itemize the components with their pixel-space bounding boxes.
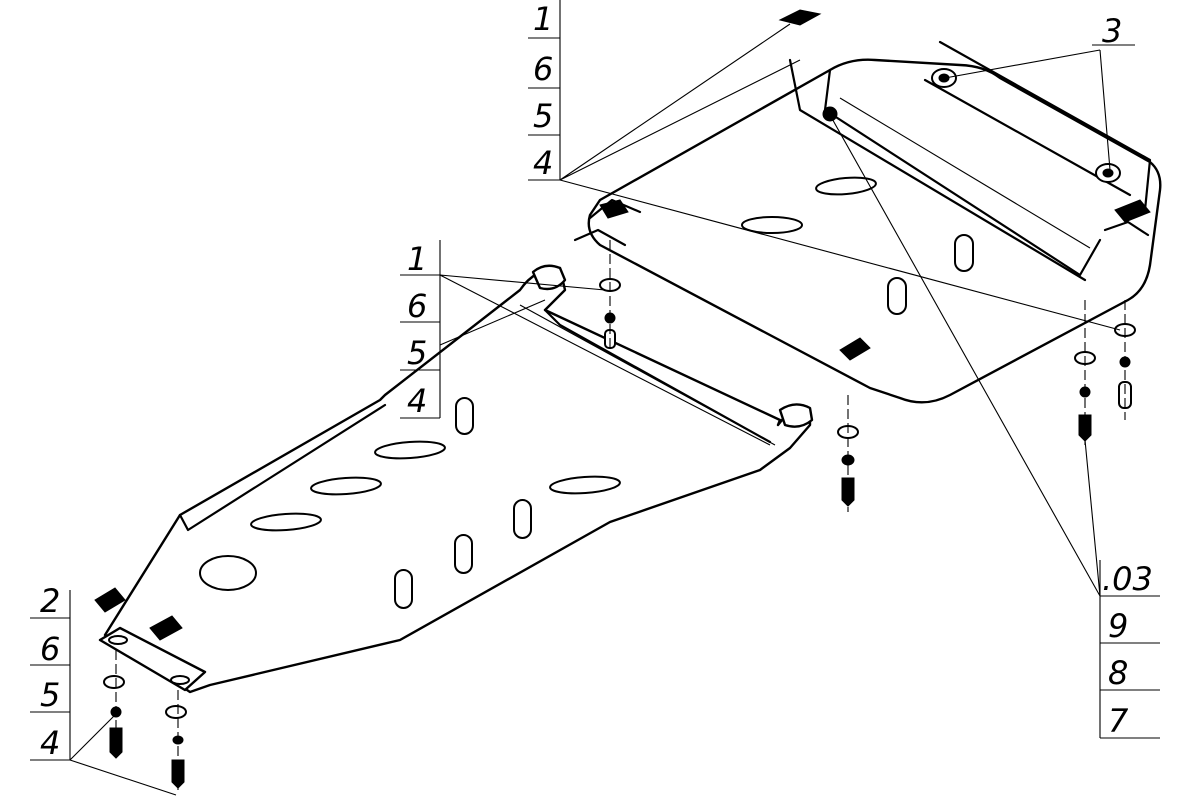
- rear-skid-plate: [573, 40, 1162, 404]
- callout-mid-5: 5: [407, 334, 427, 372]
- callout-mid-6: 6: [407, 287, 427, 325]
- callout-mid-4: 4: [407, 382, 427, 420]
- callout-top-5: 5: [533, 97, 553, 135]
- callout-top-6: 6: [533, 50, 553, 88]
- callout-bottom-8: 8: [1108, 654, 1128, 692]
- front-skid-plate: [98, 264, 814, 694]
- callout-top-4: 4: [533, 144, 553, 182]
- callout-left-5: 5: [40, 676, 60, 714]
- callout-top-1: 1: [533, 0, 553, 38]
- callout-left-4: 4: [40, 724, 60, 762]
- callout-right-3: 3: [1102, 12, 1122, 50]
- callouts-bottom: .03 9 8 7: [1102, 560, 1153, 740]
- callouts-left: 2 6 5 4: [40, 582, 60, 762]
- callouts-top: 1 6 5 4: [533, 0, 553, 182]
- callout-bottom-7: 7: [1108, 702, 1129, 740]
- callout-left-2: 2: [40, 582, 60, 620]
- callout-left-6: 6: [40, 630, 60, 668]
- callout-bottom-03: .03: [1102, 560, 1153, 598]
- leader-lines: [30, 0, 1160, 796]
- fasteners: [94, 9, 1151, 790]
- callouts-mid: 1 6 5 4: [407, 240, 427, 420]
- callouts-right: 3: [1102, 12, 1122, 50]
- callout-mid-1: 1: [407, 240, 427, 278]
- callout-bottom-9: 9: [1108, 607, 1128, 645]
